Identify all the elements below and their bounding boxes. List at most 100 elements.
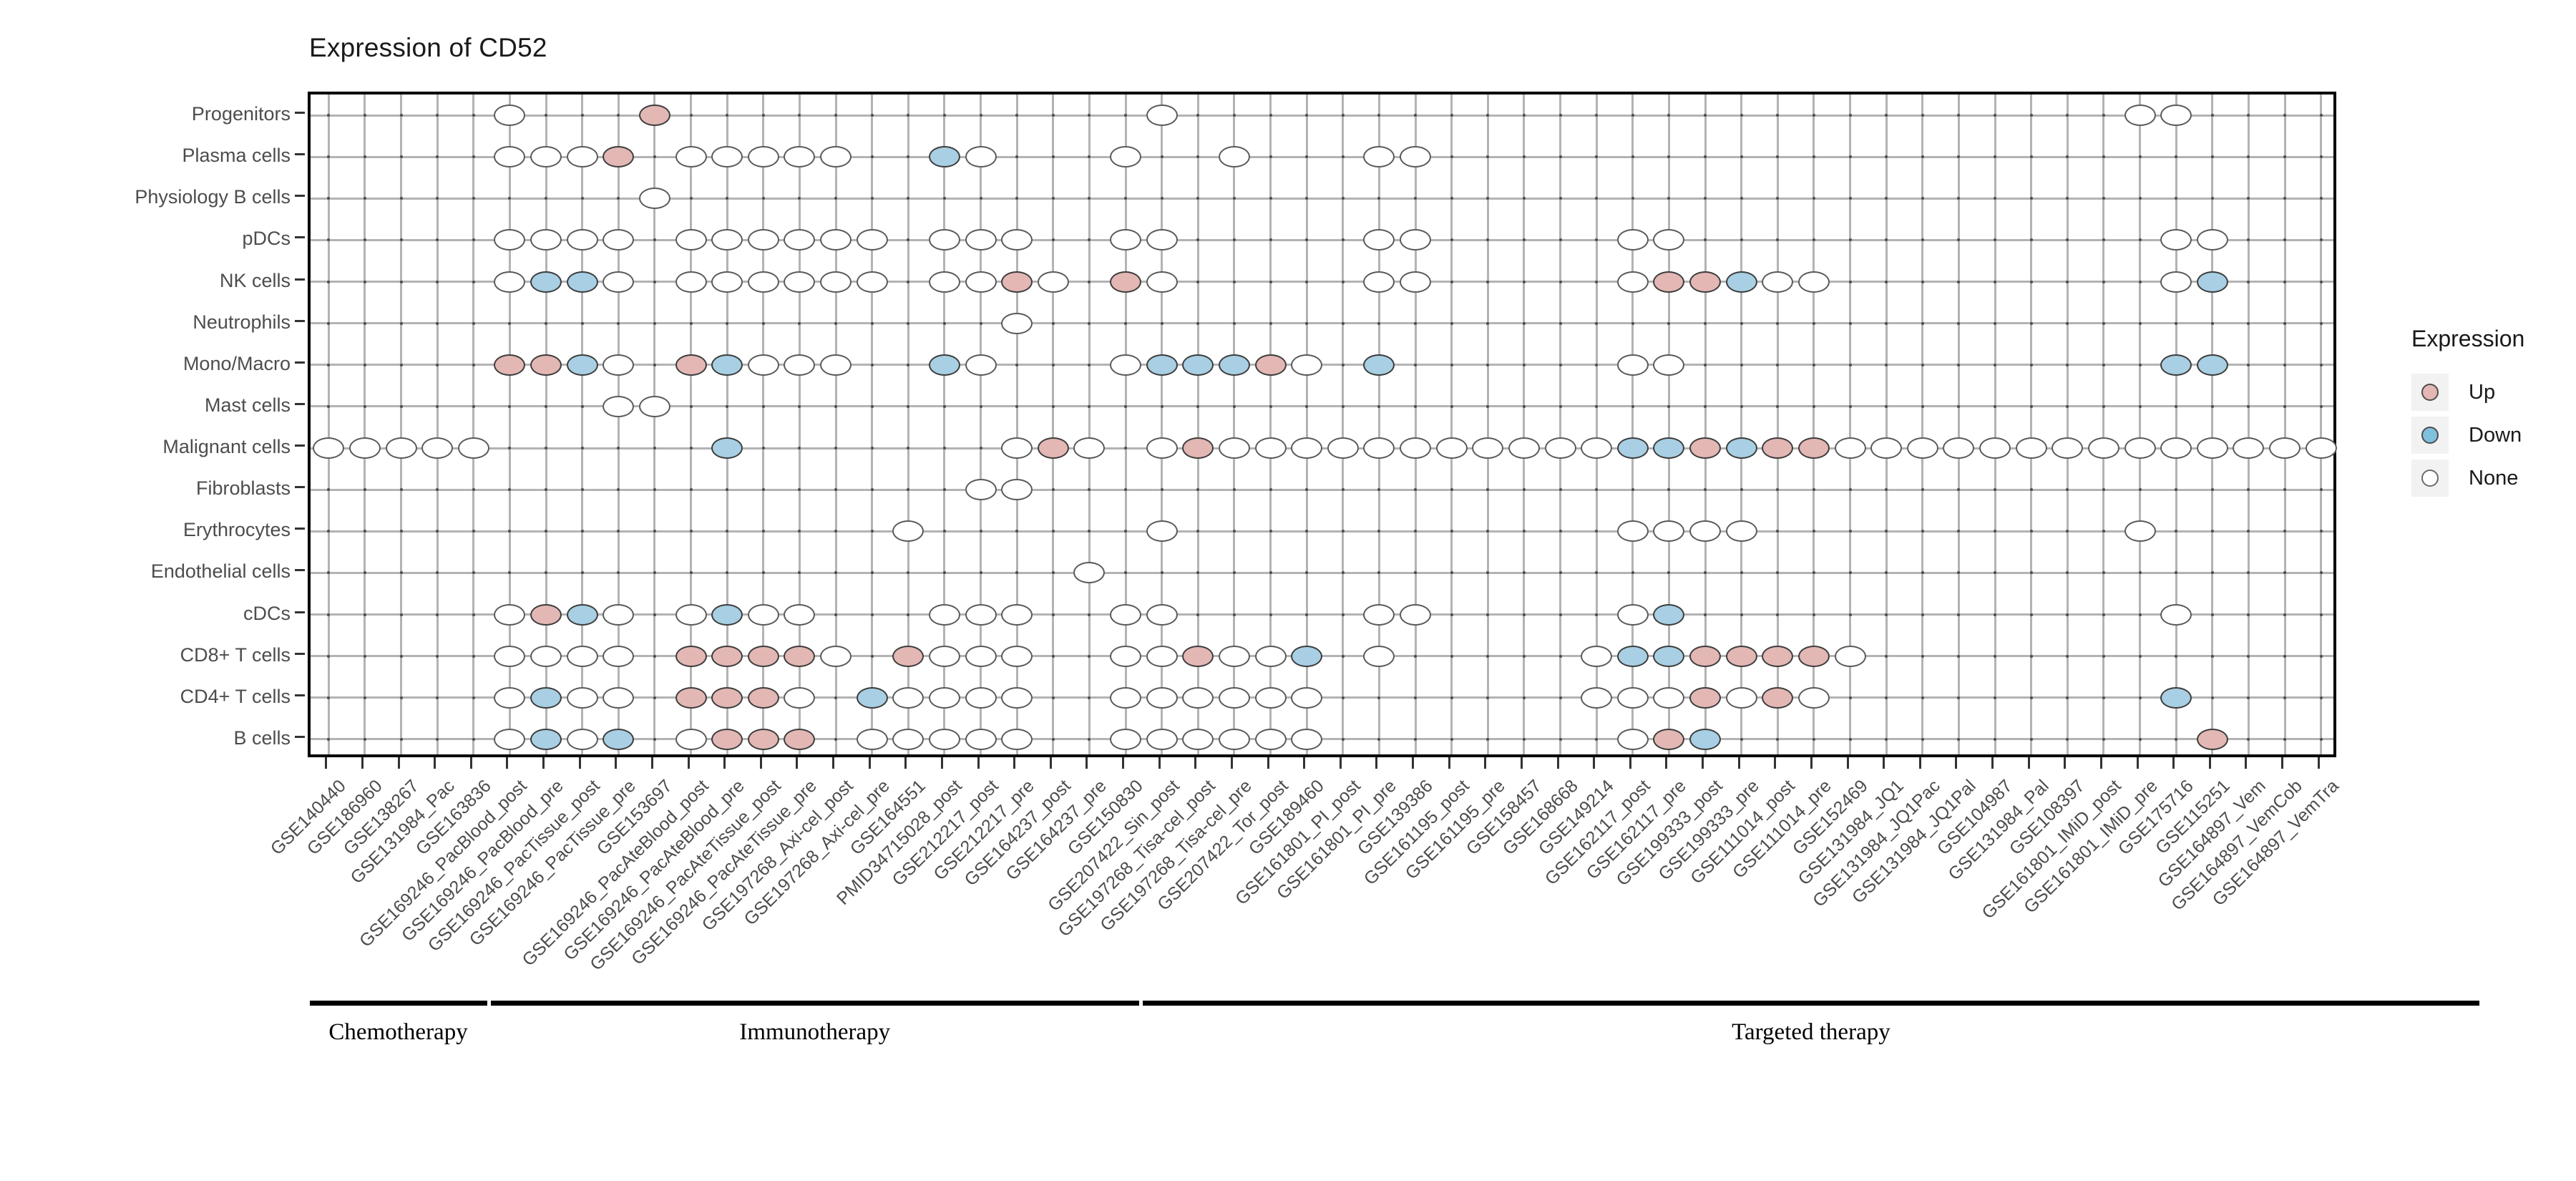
expression-dot[interactable] bbox=[1797, 437, 1830, 460]
expression-dot[interactable] bbox=[2051, 437, 2084, 460]
expression-dot[interactable] bbox=[1182, 437, 1214, 460]
expression-dot[interactable] bbox=[1218, 146, 1250, 168]
expression-dot[interactable] bbox=[1146, 645, 1178, 667]
expression-dot[interactable] bbox=[1001, 437, 1033, 460]
expression-dot[interactable] bbox=[965, 728, 997, 750]
expression-dot[interactable] bbox=[1291, 686, 1323, 709]
expression-dot[interactable] bbox=[965, 146, 997, 168]
expression-dot[interactable] bbox=[494, 603, 526, 626]
expression-dot[interactable] bbox=[1182, 354, 1214, 376]
expression-dot[interactable] bbox=[675, 728, 707, 750]
expression-dot[interactable] bbox=[313, 437, 345, 460]
expression-dot[interactable] bbox=[1725, 271, 1757, 293]
expression-dot[interactable] bbox=[530, 229, 562, 251]
expression-dot[interactable] bbox=[747, 728, 779, 750]
expression-dot[interactable] bbox=[1906, 437, 1938, 460]
expression-dot[interactable] bbox=[675, 354, 707, 376]
expression-dot[interactable] bbox=[1182, 728, 1214, 750]
expression-dot[interactable] bbox=[1544, 437, 1576, 460]
expression-dot[interactable] bbox=[711, 603, 743, 626]
expression-dot[interactable] bbox=[530, 686, 562, 709]
expression-dot[interactable] bbox=[1400, 146, 1432, 168]
expression-dot[interactable] bbox=[784, 645, 816, 667]
expression-dot[interactable] bbox=[1218, 437, 1250, 460]
expression-dot[interactable] bbox=[1762, 437, 1794, 460]
expression-dot[interactable] bbox=[965, 645, 997, 667]
expression-dot[interactable] bbox=[784, 686, 816, 709]
expression-dot[interactable] bbox=[1363, 146, 1395, 168]
expression-dot[interactable] bbox=[348, 437, 381, 460]
expression-dot[interactable] bbox=[457, 437, 489, 460]
expression-dot[interactable] bbox=[1797, 686, 1830, 709]
expression-dot[interactable] bbox=[566, 686, 598, 709]
expression-dot[interactable] bbox=[747, 354, 779, 376]
expression-dot[interactable] bbox=[1254, 728, 1287, 750]
expression-dot[interactable] bbox=[784, 229, 816, 251]
expression-dot[interactable] bbox=[1291, 728, 1323, 750]
expression-dot[interactable] bbox=[711, 146, 743, 168]
expression-dot[interactable] bbox=[566, 728, 598, 750]
expression-dot[interactable] bbox=[1363, 603, 1395, 626]
expression-dot[interactable] bbox=[675, 146, 707, 168]
expression-dot[interactable] bbox=[747, 686, 779, 709]
expression-dot[interactable] bbox=[1146, 603, 1178, 626]
expression-dot[interactable] bbox=[566, 603, 598, 626]
expression-dot[interactable] bbox=[747, 603, 779, 626]
expression-dot[interactable] bbox=[675, 229, 707, 251]
expression-dot[interactable] bbox=[530, 271, 562, 293]
expression-dot[interactable] bbox=[1218, 354, 1250, 376]
expression-dot[interactable] bbox=[2087, 437, 2119, 460]
expression-dot[interactable] bbox=[1363, 271, 1395, 293]
expression-dot[interactable] bbox=[1616, 437, 1649, 460]
expression-dot[interactable] bbox=[1110, 686, 1142, 709]
expression-dot[interactable] bbox=[602, 146, 635, 168]
expression-dot[interactable] bbox=[2305, 437, 2337, 460]
expression-dot[interactable] bbox=[1979, 437, 2011, 460]
expression-dot[interactable] bbox=[1291, 354, 1323, 376]
expression-dot[interactable] bbox=[711, 437, 743, 460]
expression-dot[interactable] bbox=[1653, 603, 1685, 626]
expression-dot[interactable] bbox=[2124, 105, 2156, 127]
expression-dot[interactable] bbox=[1254, 686, 1287, 709]
expression-dot[interactable] bbox=[2196, 728, 2228, 750]
expression-dot[interactable] bbox=[1653, 271, 1685, 293]
expression-dot[interactable] bbox=[1834, 645, 1866, 667]
expression-dot[interactable] bbox=[2269, 437, 2301, 460]
expression-dot[interactable] bbox=[1616, 603, 1649, 626]
expression-dot[interactable] bbox=[965, 354, 997, 376]
expression-dot[interactable] bbox=[530, 354, 562, 376]
expression-dot[interactable] bbox=[747, 229, 779, 251]
expression-dot[interactable] bbox=[1653, 686, 1685, 709]
expression-dot[interactable] bbox=[602, 271, 635, 293]
expression-dot[interactable] bbox=[1001, 479, 1033, 501]
expression-dot[interactable] bbox=[566, 354, 598, 376]
expression-dot[interactable] bbox=[602, 603, 635, 626]
expression-dot[interactable] bbox=[784, 728, 816, 750]
expression-dot[interactable] bbox=[1001, 603, 1033, 626]
expression-dot[interactable] bbox=[1689, 686, 1722, 709]
expression-dot[interactable] bbox=[1146, 520, 1178, 543]
expression-dot[interactable] bbox=[892, 520, 924, 543]
expression-dot[interactable] bbox=[675, 271, 707, 293]
expression-dot[interactable] bbox=[1616, 728, 1649, 750]
expression-dot[interactable] bbox=[965, 271, 997, 293]
expression-dot[interactable] bbox=[1762, 686, 1794, 709]
expression-dot[interactable] bbox=[1616, 686, 1649, 709]
expression-dot[interactable] bbox=[1653, 437, 1685, 460]
expression-dot[interactable] bbox=[638, 105, 670, 127]
expression-dot[interactable] bbox=[494, 686, 526, 709]
expression-dot[interactable] bbox=[1001, 728, 1033, 750]
expression-dot[interactable] bbox=[1363, 645, 1395, 667]
expression-dot[interactable] bbox=[2160, 686, 2192, 709]
expression-dot[interactable] bbox=[1653, 520, 1685, 543]
expression-dot[interactable] bbox=[1110, 229, 1142, 251]
expression-dot[interactable] bbox=[928, 686, 960, 709]
expression-dot[interactable] bbox=[820, 146, 852, 168]
expression-dot[interactable] bbox=[784, 603, 816, 626]
expression-dot[interactable] bbox=[530, 603, 562, 626]
expression-dot[interactable] bbox=[1363, 354, 1395, 376]
expression-dot[interactable] bbox=[1870, 437, 1903, 460]
expression-dot[interactable] bbox=[494, 728, 526, 750]
expression-dot[interactable] bbox=[1616, 645, 1649, 667]
expression-dot[interactable] bbox=[1616, 520, 1649, 543]
